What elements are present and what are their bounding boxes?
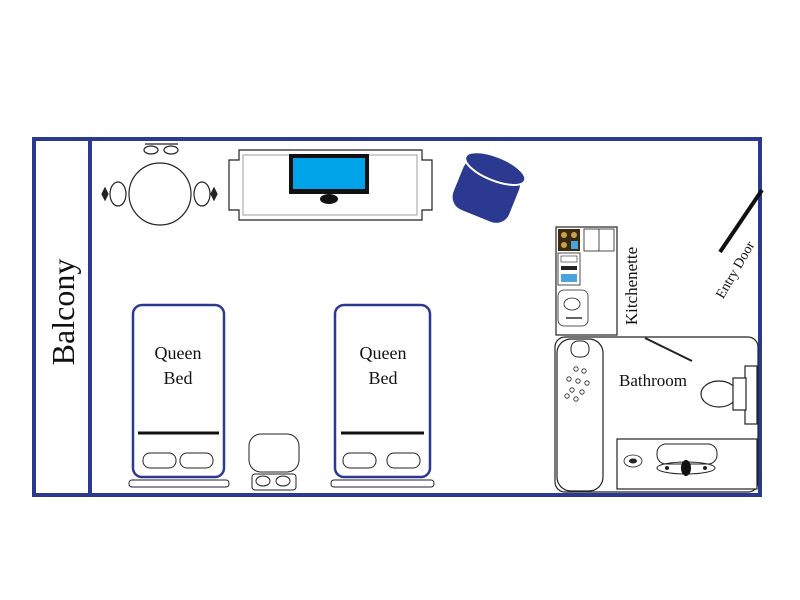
bed-1-label-line1: Queen <box>155 343 202 363</box>
entry-door <box>718 188 764 254</box>
armchair <box>452 151 527 223</box>
bathroom-label: Bathroom <box>619 371 687 390</box>
bathroom-wall <box>554 336 759 493</box>
nightstand <box>248 433 300 491</box>
vanity-sink <box>616 438 758 490</box>
tv <box>289 154 369 204</box>
bed-1-label-line2: Bed <box>164 368 193 388</box>
balcony-label: Balcony <box>45 259 81 366</box>
outer-wall <box>32 137 762 497</box>
shower <box>556 338 604 492</box>
kitchenette-label: Kitchenette <box>622 247 641 325</box>
bed-2-label-line1: Queen <box>360 343 407 363</box>
queen-bed-1 <box>128 303 230 488</box>
queen-bed-2 <box>330 303 435 488</box>
toilet <box>700 365 758 425</box>
kitchenette <box>555 226 618 336</box>
bathroom-door <box>644 337 693 362</box>
bed-2-label-line2: Bed <box>369 368 398 388</box>
dining-table <box>101 143 218 226</box>
